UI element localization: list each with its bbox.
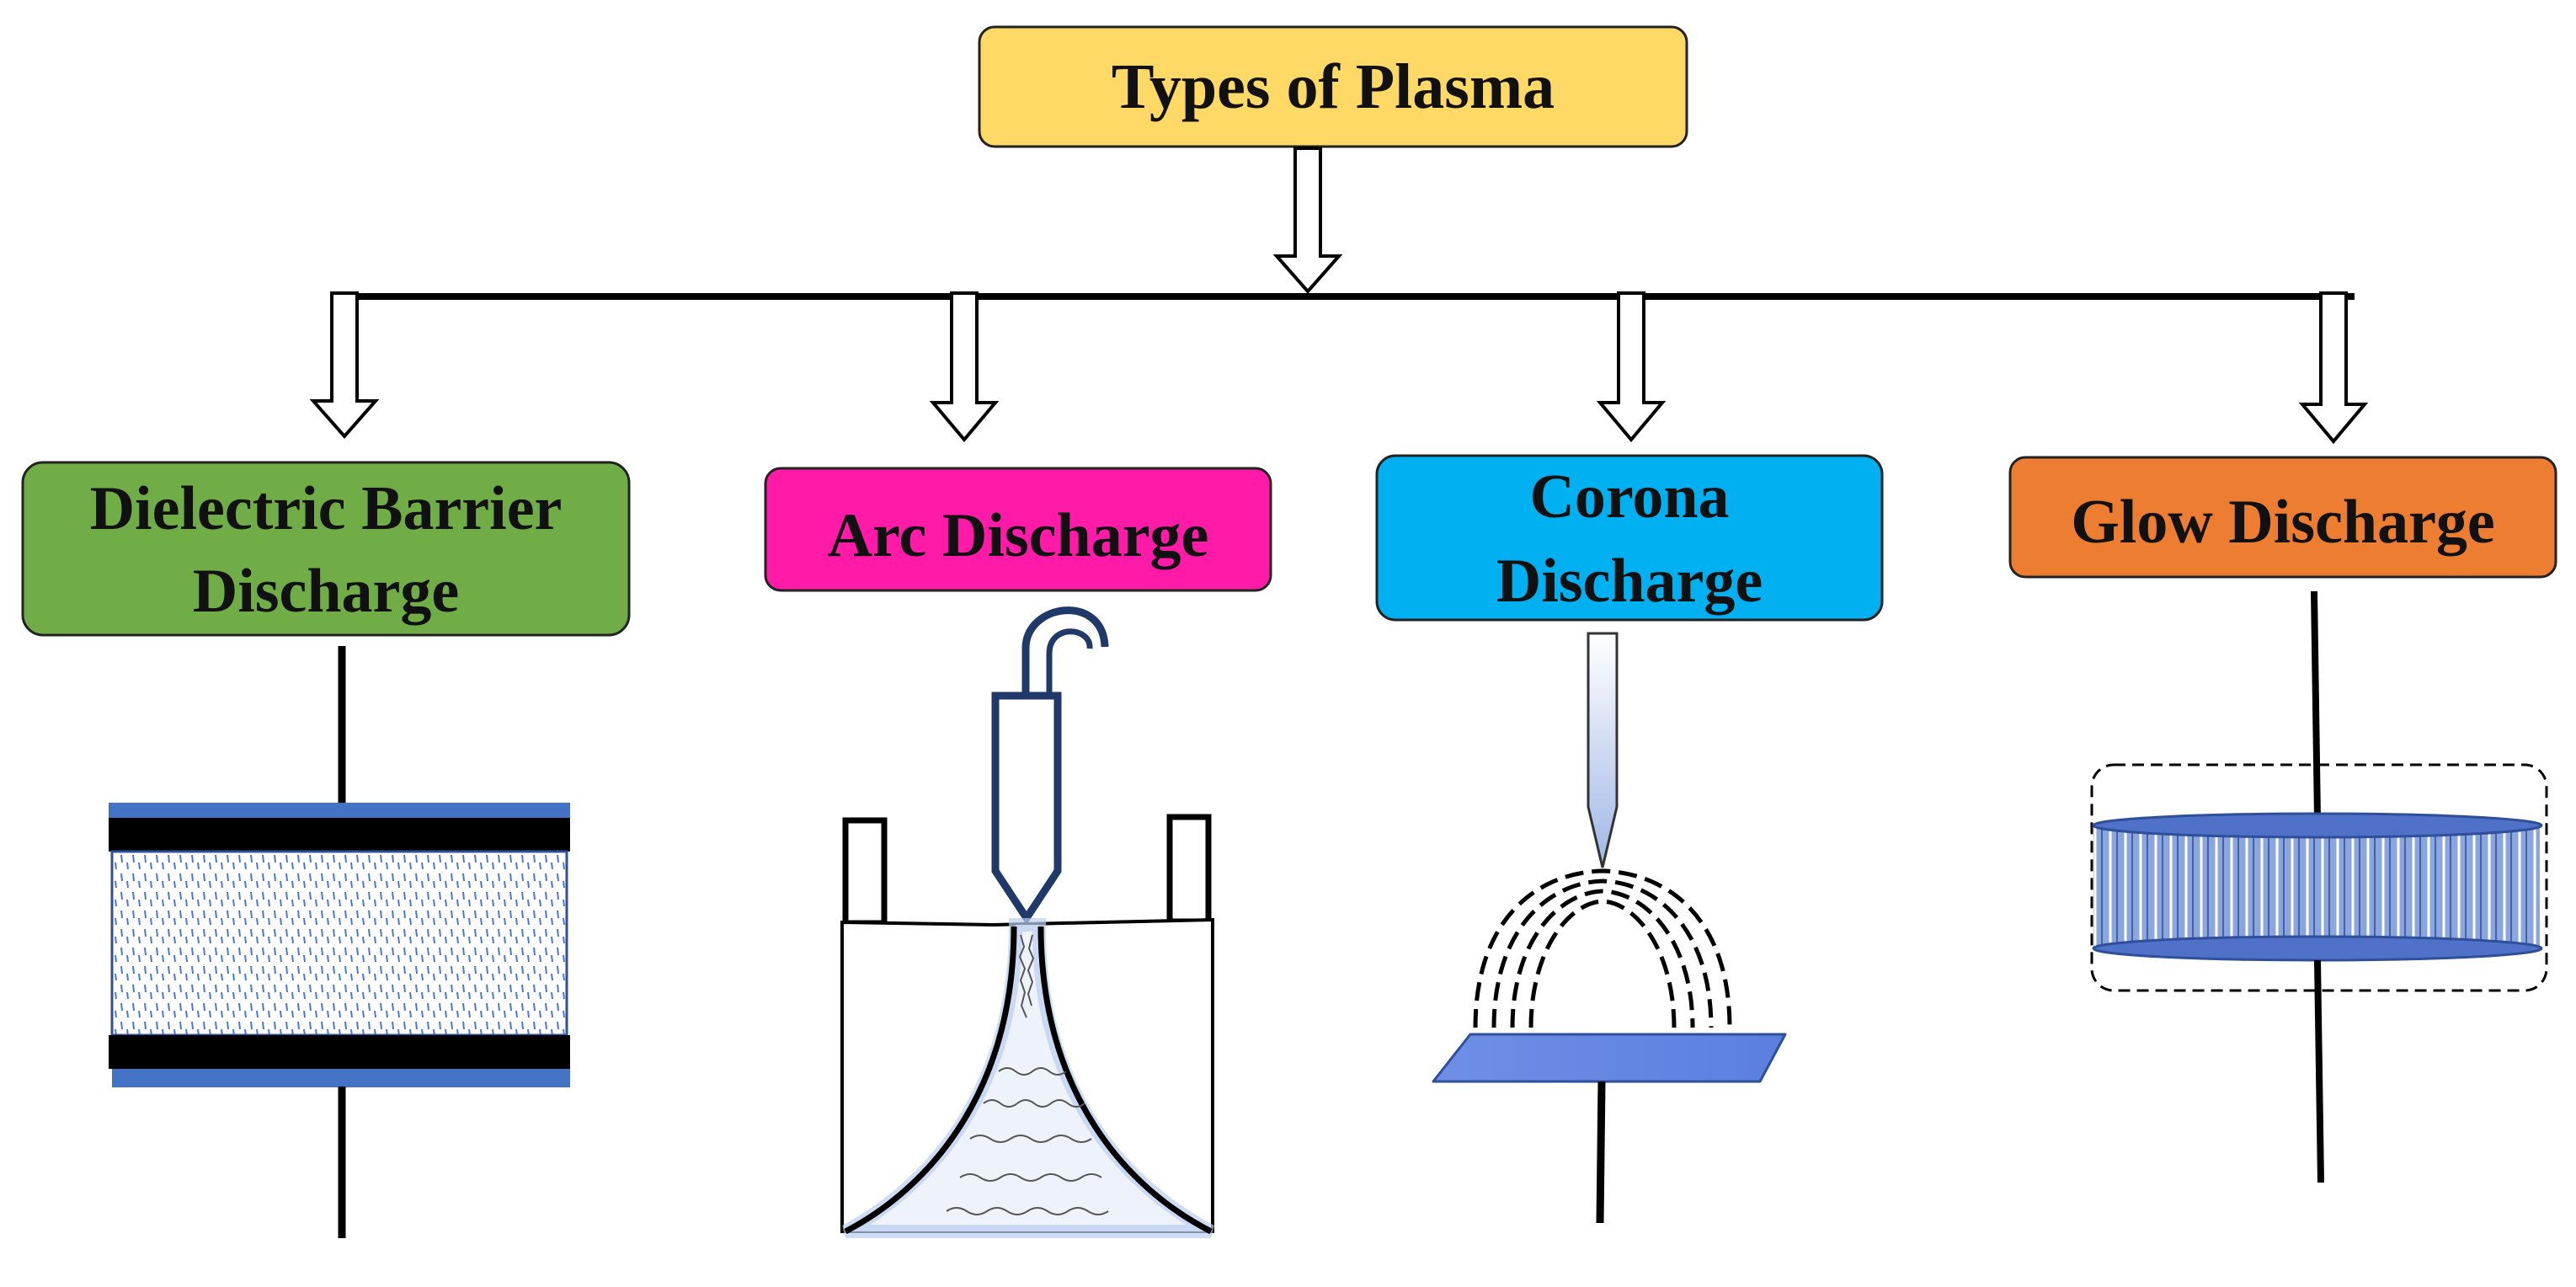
dbd-label-line2: Discharge [193,557,460,626]
arc-right-post [1166,814,1212,925]
corona-needle [1587,632,1619,868]
dbd-box [21,461,631,637]
title-label: Types of Plasma [1112,51,1555,122]
corona-ground-wire [1596,1081,1606,1224]
arc-illustration [840,606,1214,1238]
dbd-bottom-dielectric [112,1069,570,1087]
arc-plasma-squiggles [946,934,1109,1215]
type-node-dbd: Dielectric Barrier Discharge [21,461,631,637]
dbd-bottom-electrode [109,1035,570,1069]
corona-illustration [1432,632,1787,1224]
dbd-label-line1: Dielectric Barrier [90,474,563,543]
corona-ground-plate [1432,1033,1787,1083]
arc-jet-right-edge [1037,926,1213,1235]
title-node: Types of Plasma [978,25,1688,148]
corona-box [1375,454,1884,622]
glow-bottom-wire [2314,959,2324,1183]
branch-arrow-glow [2298,291,2369,445]
corona-field-lines [1473,868,1732,1028]
glow-top-electrode [2092,812,2543,839]
main-down-arrow [1272,147,1343,295]
arc-label: Arc Discharge [828,501,1209,570]
glow-enclosure [2090,763,2548,992]
arc-cable [1021,606,1109,696]
glow-top-wire [2311,590,2321,820]
branch-arrow-corona [1596,291,1667,443]
glow-box [2008,456,2557,579]
type-node-glow: Glow Discharge [2008,456,2557,579]
arc-jet-left-edge [844,926,1017,1235]
arc-electrode [991,692,1062,926]
title-box [978,25,1688,148]
arc-box [764,467,1272,592]
dbd-top-dielectric [109,803,570,820]
dbd-discharge-gap [110,850,568,1037]
branch-arrow-dbd [309,291,380,440]
arc-left-post [842,817,888,927]
glow-discharge-column [2093,825,2540,948]
type-node-arc: Arc Discharge [764,467,1272,592]
branch-arrow-arc [929,291,1000,443]
glow-label: Glow Discharge [2071,488,2495,557]
corona-label-line1: Corona [1529,462,1729,531]
arc-cable-inner [1046,628,1093,696]
type-node-corona: Corona Discharge [1375,454,1884,622]
dbd-top-electrode [109,818,570,852]
glow-illustration [2090,590,2548,1183]
corona-label-line2: Discharge [1496,547,1763,616]
dbd-illustration [109,646,570,1238]
glow-bottom-electrode [2092,935,2543,962]
